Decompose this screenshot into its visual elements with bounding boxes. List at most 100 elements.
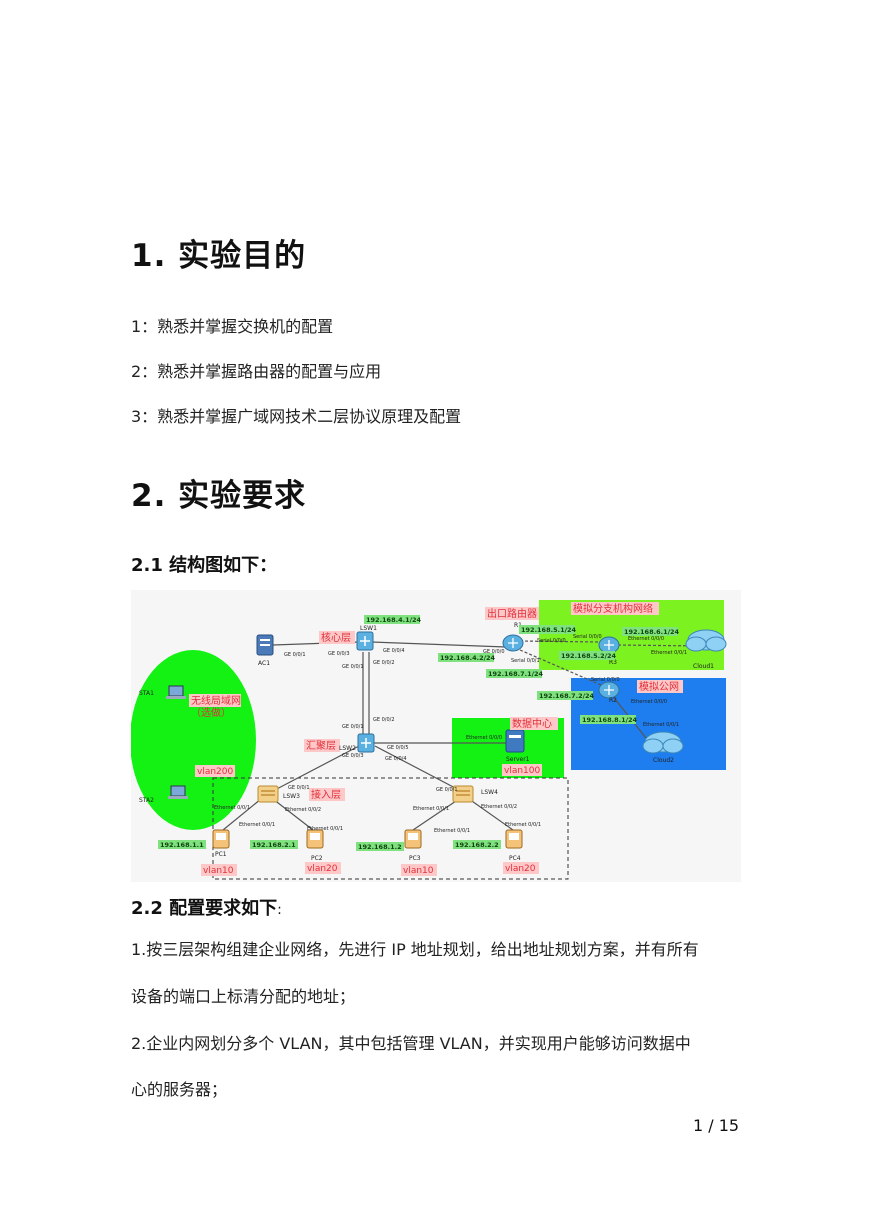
- name-lsw2: LSW2: [339, 745, 356, 752]
- label-branch: 模拟分支机构网络: [573, 602, 653, 615]
- port-r2-eth: Ethernet 0/0/0: [631, 699, 667, 705]
- purpose-item-2: 2：熟悉并掌握路由器的配置与应用: [131, 362, 382, 381]
- vlan-pc2: vlan20: [307, 864, 338, 874]
- label-aggregation: 汇聚层: [306, 739, 336, 752]
- port-pc2-eth: Ethernet 0/0/1: [307, 826, 343, 832]
- ip-r1-s2: 192.168.7.1/24: [488, 670, 543, 678]
- pc2-icon: [306, 829, 324, 849]
- name-pc1: PC1: [215, 851, 227, 858]
- port-pc1-eth: Ethernet 0/0/1: [239, 822, 275, 828]
- port-lsw2-ge2: GE 0/0/2: [373, 717, 395, 723]
- access-region: [212, 777, 569, 880]
- r1-icon: [502, 634, 524, 652]
- name-cloud2: Cloud2: [653, 757, 674, 764]
- port-lsw2-ge3: GE 0/0/3: [342, 753, 364, 759]
- purpose-item-1: 1：熟悉并掌握交换机的配置: [131, 317, 334, 336]
- cloud2-icon: [642, 731, 684, 754]
- pc1-icon: [212, 829, 230, 849]
- name-r3: R3: [609, 659, 617, 666]
- r3-icon: [598, 636, 620, 654]
- link-lsw4-pc4: [468, 798, 514, 831]
- name-lsw4: LSW4: [481, 789, 498, 796]
- ip-r2-s: 192.168.7.2/24: [539, 692, 594, 700]
- label-egress: 出口路由器: [487, 607, 537, 620]
- name-lsw3: LSW3: [283, 793, 300, 800]
- ip-r3-s: 192.168.5.2/24: [561, 652, 616, 660]
- pc4-icon: [505, 829, 523, 849]
- name-lsw1: LSW1: [360, 625, 377, 632]
- name-pc3: PC3: [409, 855, 421, 862]
- port-pc3-eth: Ethernet 0/0/1: [434, 828, 470, 834]
- port-server-eth: Ethernet 0/0/0: [466, 735, 502, 741]
- ac1-icon: [256, 634, 274, 656]
- config-p2-line1: 2.企业内网划分多个 VLAN，其中包括管理 VLAN，并实现用户能够访问数据中: [131, 1034, 691, 1053]
- cloud1-icon: [685, 629, 727, 652]
- label-wireless: 无线局域网: [191, 694, 241, 707]
- port-lsw4-e2: Ethernet 0/0/2: [481, 804, 517, 810]
- port-lsw3-ge: GE 0/0/1: [288, 785, 310, 791]
- heading-config-text: 2.2 配置要求如下: [131, 898, 278, 919]
- vlan-pc3: vlan10: [403, 866, 434, 876]
- port-r2-s: Serial 0/0/0: [591, 677, 620, 683]
- link-lsw3-pc2: [272, 798, 314, 831]
- vlan-server: vlan100: [504, 766, 540, 776]
- server1-icon: [505, 729, 525, 753]
- vlan-pc1: vlan10: [203, 866, 234, 876]
- lsw4-icon: [452, 785, 474, 803]
- port-pc4-eth: Ethernet 0/0/1: [505, 822, 541, 828]
- link-lsw3-pc1: [222, 798, 262, 831]
- link-lsw4-pc3: [412, 798, 460, 831]
- link-r1-r3: [519, 640, 602, 643]
- ip-r1-s1: 192.168.5.1/24: [521, 626, 576, 634]
- network-topology-diagram: 无线局域网 （选做） 模拟分支机构网络 模拟公网 数据中心 核心层 汇聚层 接入…: [130, 590, 741, 882]
- ip-pc1: 192.168.1.1: [160, 841, 204, 849]
- ip-pc4: 192.168.2.2: [455, 841, 499, 849]
- name-sta1: STA1: [139, 690, 154, 697]
- port-lsw2-ge5: GE 0/0/5: [387, 745, 409, 751]
- name-r2: R2: [609, 697, 617, 704]
- ip-r3-eth: 192.168.6.1/24: [624, 628, 679, 636]
- name-pc4: PC4: [509, 855, 521, 862]
- port-lsw1-ge3: GE 0/0/3: [328, 651, 350, 657]
- name-cloud1: Cloud1: [693, 663, 714, 670]
- links: [222, 640, 702, 831]
- page-number: 1 / 15: [693, 1116, 740, 1135]
- link-lsw1-r1: [370, 641, 507, 648]
- port-cloud2-eth: Ethernet 0/0/1: [643, 722, 679, 728]
- port-lsw2-ge4: GE 0/0/4: [385, 756, 407, 762]
- sta1-icon: [166, 685, 186, 699]
- port-r1-ge0: GE 0/0/0: [483, 649, 505, 655]
- link-lsw2-lsw3: [270, 745, 360, 793]
- port-lsw1-ge2: GE 0/0/2: [373, 660, 395, 666]
- port-lsw3-e2: Ethernet 0/0/2: [285, 807, 321, 813]
- port-lsw1-ge1: GE 0/0/1: [342, 664, 364, 670]
- label-core: 核心层: [321, 631, 351, 644]
- port-lsw4-e1: Ethernet 0/0/1: [413, 806, 449, 812]
- ip-pc2: 192.168.2.1: [252, 841, 296, 849]
- port-r3-s000: Serial 0/0/0: [573, 634, 602, 640]
- r2-icon: [598, 681, 620, 699]
- label-access: 接入层: [311, 788, 341, 801]
- lsw3-icon: [257, 785, 279, 803]
- link-r3-cloud1: [617, 644, 702, 647]
- heading-config: 2.2 配置要求如下:: [131, 894, 282, 920]
- heading-structure: 2.1 结构图如下：: [131, 555, 278, 576]
- port-ac1-ge: GE 0/0/1: [284, 652, 306, 658]
- heading-purpose: 1. 实验目的: [131, 238, 307, 274]
- port-r3-eth: Ethernet 0/0/0: [628, 636, 664, 642]
- config-p1-line2: 设备的端口上标清分配的地址；: [131, 987, 356, 1006]
- lsw2-icon: [357, 733, 375, 753]
- vlan-wlan: vlan200: [197, 767, 233, 777]
- label-wireless-sub: （选做）: [191, 706, 231, 719]
- heading-requirements: 2. 实验要求: [131, 478, 307, 514]
- port-lsw4-ge: GE 0/0/1: [436, 787, 458, 793]
- lsw1-icon: [356, 631, 374, 651]
- name-r1: R1: [514, 622, 522, 629]
- purpose-item-3: 3：熟悉并掌握广域网技术二层协议原理及配置: [131, 407, 462, 426]
- port-lsw3-e1: Ethernet 0/0/1: [214, 805, 250, 811]
- topology-svg: 无线局域网 （选做） 模拟分支机构网络 模拟公网 数据中心 核心层 汇聚层 接入…: [130, 590, 741, 882]
- ip-r2-eth: 192.168.8.1/24: [582, 716, 637, 724]
- heading-config-suffix: :: [277, 902, 282, 918]
- sta2-icon: [168, 785, 188, 799]
- ip-lsw1-up: 192.168.4.1/24: [366, 616, 421, 624]
